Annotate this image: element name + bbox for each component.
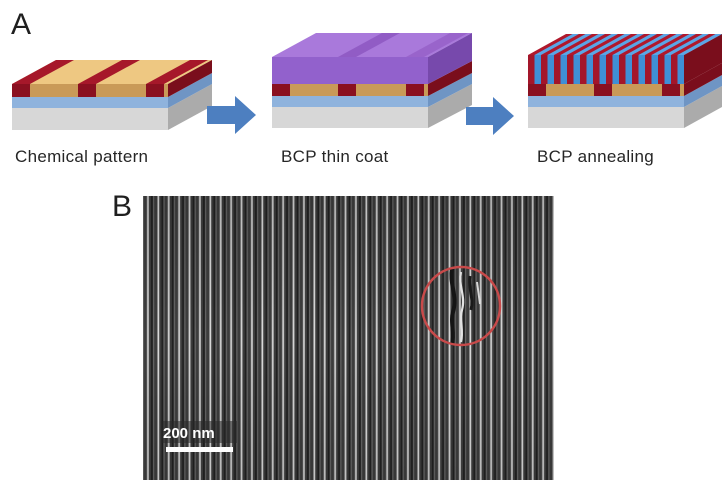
substrate-side [168,84,212,130]
process-arrow-2 [466,97,514,135]
substrate-front [12,108,168,130]
step-2-bcp-thin-coat-diagram [272,33,472,128]
lamella-top-blue [573,34,618,55]
lamella-top-blue [599,34,644,55]
lamella-front-blue [625,55,632,84]
pattern-side [168,60,212,97]
interlayer-side [168,73,212,108]
step-3-bcp-annealing-diagram [528,34,722,128]
lamella-front-blue [664,55,671,84]
buried-guide-stripe-3 [406,33,468,57]
guide-stripe-1-top [12,60,74,84]
guide-stripe-1-front [528,84,546,96]
step-1-caption: Chemical pattern [15,147,148,166]
lamella-front-blue [547,55,554,84]
lamella-top-blue [612,34,657,55]
lamella-top-blue [586,34,631,55]
guide-stripe-1-front [272,84,290,96]
scale-bar-label: 200 nm [163,425,215,442]
lamellae-defect [449,267,481,346]
lamellae-side [684,34,722,84]
lamella-front-blue [612,55,619,84]
guide-stripe-2-front [78,84,96,97]
panel-b-label: B [112,190,132,223]
lamella-top-blue [625,34,670,55]
interlayer-front [12,97,168,108]
pattern-side [428,61,472,96]
guide-stripe-1-front [12,84,30,97]
guide-stripe-3-top [146,60,208,84]
interlayer-front [272,96,428,107]
process-arrow-1 [207,96,256,134]
guide-stripe-3-front [662,84,680,96]
lamella-top-blue [547,34,592,55]
buried-guide-stripe-2 [338,33,400,57]
sem-micrograph: 200 nm [143,196,554,480]
substrate-side [684,86,722,128]
lamella-front-blue [560,55,567,84]
lamella-top-blue [534,34,579,55]
lamellae-top-stripes [534,34,722,55]
scale-bar-label-bg [161,421,237,443]
guide-stripe-3-front [146,84,164,97]
guide-stripe-2-front [338,84,356,96]
interlayer-side [684,75,722,107]
defect-highlight-circle [420,265,502,347]
bcp-coat-front [272,57,428,84]
guide-stripe-2-front [594,84,612,96]
lamella-top-blue [638,34,683,55]
pattern-side [684,63,722,96]
panel-a-label: A [11,8,31,41]
guide-stripe-3-front [406,84,424,96]
lamella-front-blue [638,55,645,84]
lamella-top-blue [560,34,605,55]
interlayer-side [428,73,472,107]
lamella-front-blue [599,55,606,84]
lamella-front-blue [534,55,541,84]
bcp-coat-side [428,33,472,84]
lamellae-front-stripes [534,55,684,84]
lamella-top-blue [664,34,709,55]
scale-bar [166,447,233,452]
substrate-front [528,107,684,128]
substrate-front [272,107,428,128]
step-3-caption: BCP annealing [537,147,654,166]
lamella-front-blue [651,55,658,84]
lamella-top-blue [677,34,722,55]
lamella-top-blue [651,34,696,55]
step-1-chemical-pattern-diagram [12,60,212,130]
lamella-front-blue [573,55,580,84]
lamella-front-blue [677,55,684,84]
guide-stripe-2-top [78,60,140,84]
substrate-side [428,84,472,128]
interlayer-front [528,96,684,107]
lamella-front-blue [586,55,593,84]
step-2-caption: BCP thin coat [281,147,389,166]
